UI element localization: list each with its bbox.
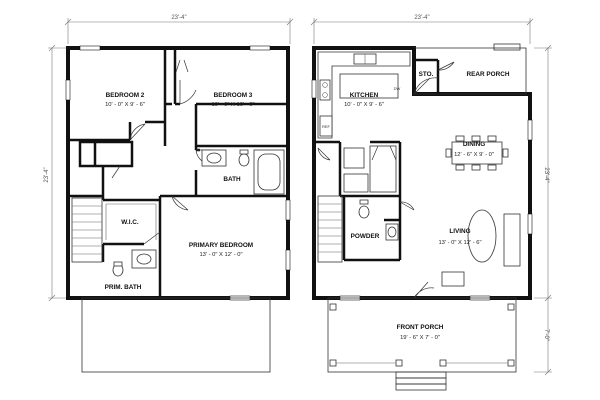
stairs-second-floor xyxy=(71,197,103,263)
room-size-primary-bedroom: 13' - 0" X 12' - 0" xyxy=(199,252,242,258)
room-label-bedroom-2: BEDROOM 2 xyxy=(106,92,145,99)
first-floor-plan: 23'-4" 23'-4" 7'-0" xyxy=(310,15,552,391)
dimension-side-right: 23'-4" 7'-0" xyxy=(534,44,552,376)
room-size-bedroom-3: 10' - 0" X 10' - 0" xyxy=(211,102,254,108)
room-size-dining: 12' - 6" X 9' - 0" xyxy=(454,152,494,158)
depth-label-right: 23'-4" xyxy=(543,167,549,182)
room-label-powder: POWDER xyxy=(351,233,380,240)
windows-first-floor xyxy=(311,79,533,301)
doors-first-floor xyxy=(413,61,455,299)
dining-table xyxy=(445,135,509,171)
room-label-living: LIVING xyxy=(449,228,470,235)
depth-label-left: 23'-4" xyxy=(44,167,50,182)
wic-shelving xyxy=(105,203,157,240)
room-label-primary-bedroom: PRIMARY BEDROOM xyxy=(189,242,253,249)
doors-second-floor xyxy=(111,59,212,245)
powder-fixtures xyxy=(358,199,415,241)
room-size-front-porch: 19' - 6" X 7' - 0" xyxy=(400,335,440,341)
interior-walls-first-floor xyxy=(314,48,440,262)
room-size-kitchen: 10' - 0" X 9' - 6" xyxy=(344,102,384,108)
room-size-bedroom-2: 10' - 0" X 9' - 6" xyxy=(105,102,145,108)
room-label-rear-porch: REAR PORCH xyxy=(467,71,510,78)
living-furniture xyxy=(441,209,521,287)
room-label-dining: DINING xyxy=(463,141,485,148)
interior-walls-second-floor xyxy=(68,48,288,298)
width-label-left: 23'-4" xyxy=(171,15,186,21)
room-label-kitchen: KITCHEN xyxy=(350,92,379,99)
front-porch xyxy=(327,297,517,391)
porch-depth-label: 7'-0" xyxy=(543,329,549,341)
room-label-sto: STO. xyxy=(419,71,434,78)
room-size-living: 13' - 0" X 12' - 6" xyxy=(438,240,481,246)
stairs-first-floor xyxy=(317,147,369,263)
dimension-side-left: 23'-4" xyxy=(44,44,66,302)
rear-steps xyxy=(493,43,521,51)
dimension-top-right: 23'-4" xyxy=(310,15,534,44)
room-label-bedroom-3: BEDROOM 3 xyxy=(214,92,253,99)
bath-fixtures-second-floor xyxy=(112,149,285,277)
second-floor-plan: 23'-4" 23'-4" xyxy=(44,15,294,373)
room-label-front-porch: FRONT PORCH xyxy=(397,324,444,331)
dimension-top-left: 23'-4" xyxy=(64,15,294,44)
room-label-prim-bath: PRIM. BATH xyxy=(105,284,142,291)
room-label-wic: W.I.C. xyxy=(121,219,139,226)
room-label-bath: BATH xyxy=(223,176,241,183)
dw-label: DW xyxy=(394,86,401,91)
kitchen-counters: REF DW xyxy=(317,51,411,193)
width-label-right: 23'-4" xyxy=(414,15,429,21)
porch-roof-outline xyxy=(81,297,271,373)
ref-label: REF xyxy=(322,124,331,129)
